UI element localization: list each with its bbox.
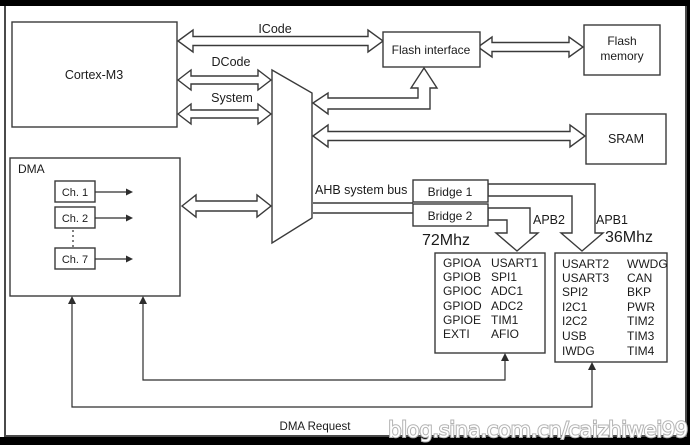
apb2-item: ADC1 (491, 284, 523, 298)
dma-request-line-apb1 (71, 302, 593, 408)
bottom-black-bar (0, 437, 690, 445)
dma-request-arrowhead-into-apb2 (501, 353, 509, 361)
bridge2-label: Bridge 2 (428, 209, 473, 223)
apb2-item: SPI1 (491, 270, 517, 284)
apb1-item: PWR (627, 300, 655, 314)
apb2-item: GPIOD (443, 299, 482, 313)
apb2-item: GPIOB (443, 270, 481, 284)
dma-request-arrowhead-into-apb1 (588, 362, 596, 370)
flashif-to-flashmemory-arrow (476, 35, 585, 59)
apb1-item: USB (562, 329, 587, 343)
flash-memory-label-line2: memory (600, 49, 643, 63)
bus-matrix (271, 68, 313, 245)
dma-request-arrowhead-into-dma-left (68, 296, 76, 304)
apb1-item: CAN (627, 271, 652, 285)
apb1-item: I2C1 (562, 300, 588, 314)
top-black-bar (0, 0, 690, 6)
apb1-item: SPI2 (562, 285, 588, 299)
ch7-arrowhead (126, 255, 133, 263)
apb1-item: I2C2 (562, 314, 588, 328)
bridge2-box (412, 203, 489, 227)
icode-label: ICode (258, 22, 291, 36)
apb1-label: APB1 (596, 213, 628, 227)
dma-request-line-apb2 (142, 302, 506, 381)
busmatrix-to-flashif-arrow (311, 66, 439, 116)
apb2-item: ADC2 (491, 299, 523, 313)
apb2-peripherals-box (434, 252, 546, 354)
apb2-item: GPIOA (443, 256, 481, 270)
apb1-item: TIM3 (627, 329, 655, 343)
flash-interface-box (382, 31, 481, 68)
ch1-arrowhead (126, 188, 133, 196)
apb1-item: WWDG (627, 257, 668, 271)
sram-box (585, 113, 667, 165)
system-bus-arrow (176, 102, 273, 126)
flash-memory-label-line1: Flash (607, 34, 636, 48)
ch2-arrowhead (126, 214, 133, 222)
apb2-down-arrow (487, 207, 540, 252)
apb2-item: AFIO (491, 327, 519, 341)
flash-memory-box (583, 24, 661, 76)
dma-label: DMA (18, 162, 45, 176)
dcode-label: DCode (212, 55, 251, 69)
bridge1-label: Bridge 1 (428, 185, 473, 199)
ahb-system-bus-label: AHB system bus (315, 183, 407, 197)
dcode-bus-arrow (176, 68, 273, 92)
apb1-item: IWDG (562, 344, 595, 358)
apb1-freq-label: 36Mhz (605, 229, 653, 246)
dma-ch1-label: Ch. 1 (62, 187, 88, 199)
apb1-item: TIM2 (627, 314, 655, 328)
apb2-item: GPIOE (443, 313, 481, 327)
apb2-item: GPIOC (443, 284, 482, 298)
apb1-item: USART2 (562, 257, 609, 271)
apb1-item: USART3 (562, 271, 609, 285)
apb1-item: BKP (627, 285, 651, 299)
watermark-text: blog.sina.com.cn/caizhiwei99 (388, 418, 688, 442)
apb2-item: EXTI (443, 327, 470, 341)
dma-to-busmatrix-arrow (180, 193, 273, 219)
right-black-strip (687, 0, 690, 445)
apb1-peripherals-box (554, 252, 668, 363)
busmatrix-to-sram-arrow (311, 123, 587, 149)
apb2-item: USART1 (491, 256, 538, 270)
bridge1-box (412, 179, 489, 203)
sram-label: SRAM (608, 132, 644, 146)
apb1-item: TIM4 (627, 344, 655, 358)
cortex-m3-box (11, 21, 178, 128)
system-label: System (211, 91, 253, 105)
dma-request-label: DMA Request (280, 421, 352, 433)
dma-ch7-label: Ch. 7 (62, 254, 88, 266)
flash-interface-label: Flash interface (392, 43, 471, 57)
dma-request-arrowhead-into-dma-right (139, 296, 147, 304)
apb2-freq-label: 72Mhz (422, 232, 470, 249)
apb1-down-arrow (487, 183, 605, 252)
apb2-label: APB2 (533, 213, 565, 227)
apb2-item: TIM1 (491, 313, 519, 327)
dma-ch2-label: Ch. 2 (62, 213, 88, 225)
cortex-m3-label: Cortex-M3 (65, 68, 123, 82)
